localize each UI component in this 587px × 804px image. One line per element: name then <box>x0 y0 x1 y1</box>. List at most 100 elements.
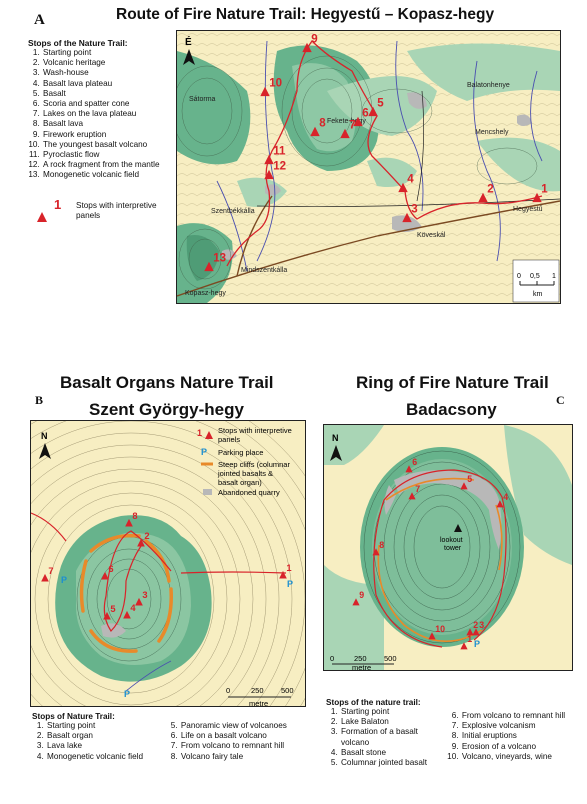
stop-marker-8[interactable]: 8 <box>310 118 326 137</box>
stop-marker-7[interactable]: 7 <box>340 120 356 139</box>
svg-text:0,5: 0,5 <box>530 273 540 280</box>
stop-item: Volcano fairy tale <box>180 752 312 762</box>
stop-item: From volcano to remnant hill <box>461 711 581 721</box>
stop-item: Monogenetic volcanic field <box>42 170 178 180</box>
stop-marker-3[interactable]: 3 <box>472 620 484 636</box>
stop-marker-3[interactable]: 3 <box>135 590 148 606</box>
stop-marker-7[interactable]: 7 <box>41 566 54 582</box>
stop-marker-8[interactable]: 8 <box>125 511 138 527</box>
svg-text:metre: metre <box>249 699 268 706</box>
svg-text:P: P <box>201 447 207 457</box>
svg-text:9: 9 <box>311 34 317 46</box>
panel-a-letter: A <box>34 12 45 28</box>
stop-item: Volcanic heritage <box>42 58 178 68</box>
svg-text:0: 0 <box>330 654 334 663</box>
place-satorma: Sátorma <box>189 96 216 103</box>
stop-marker-6[interactable]: 6 <box>405 457 417 473</box>
svg-text:250: 250 <box>354 654 367 663</box>
panel-c-title: Ring of Fire Nature Trail <box>356 373 549 392</box>
stop-marker-6[interactable]: 6 <box>101 564 114 580</box>
svg-text:2: 2 <box>487 184 493 196</box>
svg-text:km: km <box>533 291 543 298</box>
legend-stop-text: Stops with interpretive panels <box>76 200 157 220</box>
stop-item: Monogenetic volcanic field <box>46 752 166 762</box>
stop-marker-2[interactable]: 2 <box>478 184 494 203</box>
panel-b-stops-col1: Starting pointBasalt organLava lakeMonog… <box>32 721 166 762</box>
stop-marker-5[interactable]: 5 <box>460 474 472 490</box>
svg-text:13: 13 <box>213 253 226 265</box>
stop-item: Firework eruption <box>42 130 178 140</box>
panel-a-stops-heading: Stops of the Nature Trail: <box>28 38 128 48</box>
stop-item: Volcano, vineyards, wine <box>461 752 581 762</box>
stop-marker-4[interactable]: 4 <box>496 492 508 508</box>
panel-c-stops-col2: From volcano to remnant hillExplosive vo… <box>447 711 581 768</box>
stop-marker-1[interactable]: 1 <box>532 184 548 203</box>
stop-marker-12[interactable]: 12 <box>264 161 286 180</box>
scale-bar: 0 250 500 metre <box>226 686 294 706</box>
stop-item: A rock fragment from the mantle <box>42 160 178 170</box>
stop-marker-10[interactable]: 10 <box>260 78 282 97</box>
scale-bar: 0 0,5 1 km <box>517 273 556 298</box>
stop-item: Lava lake <box>46 741 166 751</box>
stop-item: Starting point <box>42 48 178 58</box>
panel-b-letter: B <box>35 393 44 407</box>
svg-text:5: 5 <box>467 474 472 484</box>
stop-item: Lake Balaton <box>340 717 447 727</box>
stop-marker-7[interactable]: 7 <box>408 484 420 500</box>
panel-b-stops-col2: Panoramic view of volcanoesLife on a bas… <box>166 721 312 762</box>
stop-triangle-icon <box>37 211 47 222</box>
stop-marker-6[interactable]: 6 <box>353 108 369 127</box>
stop-item: Lakes on the lava plateau <box>42 109 178 119</box>
svg-text:5: 5 <box>377 98 384 110</box>
north-arrow-icon: N <box>39 431 51 459</box>
stop-marker-8[interactable]: 8 <box>372 540 384 556</box>
stop-marker-1[interactable]: 1 <box>279 563 292 579</box>
svg-text:3: 3 <box>479 620 484 630</box>
panel-c-subtitle: Badacsony <box>406 400 497 419</box>
svg-text:metre: metre <box>352 663 371 670</box>
stop-marker-4[interactable]: 4 <box>398 174 414 193</box>
stop-marker-11[interactable]: 11 <box>264 146 286 165</box>
svg-text:250: 250 <box>251 686 264 695</box>
panel-a-map[interactable]: É Sátorma Fekete-hegy Balatonhenye Mencs… <box>176 30 561 304</box>
svg-text:10: 10 <box>269 78 282 90</box>
stop-marker-9[interactable]: 9 <box>302 34 318 53</box>
svg-text:N: N <box>41 431 48 441</box>
stop-marker-2[interactable]: 2 <box>137 531 150 547</box>
north-arrow-icon: É <box>183 35 195 65</box>
svg-text:7: 7 <box>48 566 53 576</box>
stop-marker-5[interactable]: 5 <box>103 604 116 620</box>
svg-text:6: 6 <box>362 108 368 120</box>
stop-marker-3[interactable]: 3 <box>402 204 418 223</box>
place-balaton: Balatonhenye <box>467 82 510 89</box>
stop-marker-2[interactable]: 2 <box>466 620 478 636</box>
panel-c-stops-heading: Stops of the nature trail: <box>326 698 421 707</box>
legend-stop-number: 1 <box>54 196 62 212</box>
panel-b-subtitle: Szent György-hegy <box>89 400 244 419</box>
parking-icon: P <box>474 639 480 649</box>
stop-item: Basalt lava <box>42 119 178 129</box>
svg-text:8: 8 <box>132 511 137 521</box>
panel-c-stops: Stops of the nature trail: Starting poin… <box>326 698 581 768</box>
stop-marker-13[interactable]: 13 <box>204 253 226 272</box>
place-fekete: Fekete-hegy <box>327 118 366 125</box>
stop-marker-10[interactable]: 10 <box>428 624 445 640</box>
stop-marker-9[interactable]: 9 <box>352 590 364 606</box>
stop-item: Basalt stone <box>340 748 447 758</box>
stop-marker-5[interactable]: 5 <box>368 98 384 117</box>
stop-item: Initial eruptions <box>461 731 581 741</box>
svg-text:7: 7 <box>415 484 420 494</box>
svg-text:8: 8 <box>379 540 384 550</box>
stop-marker-1[interactable]: 1 <box>460 634 472 650</box>
svg-text:0: 0 <box>226 686 230 695</box>
stop-marker-4[interactable]: 4 <box>123 603 136 619</box>
stop-item: From volcano to remnant hill <box>180 741 312 751</box>
stop-item: Scoria and spatter cone <box>42 99 178 109</box>
place-mencshely: Mencshely <box>475 129 509 136</box>
